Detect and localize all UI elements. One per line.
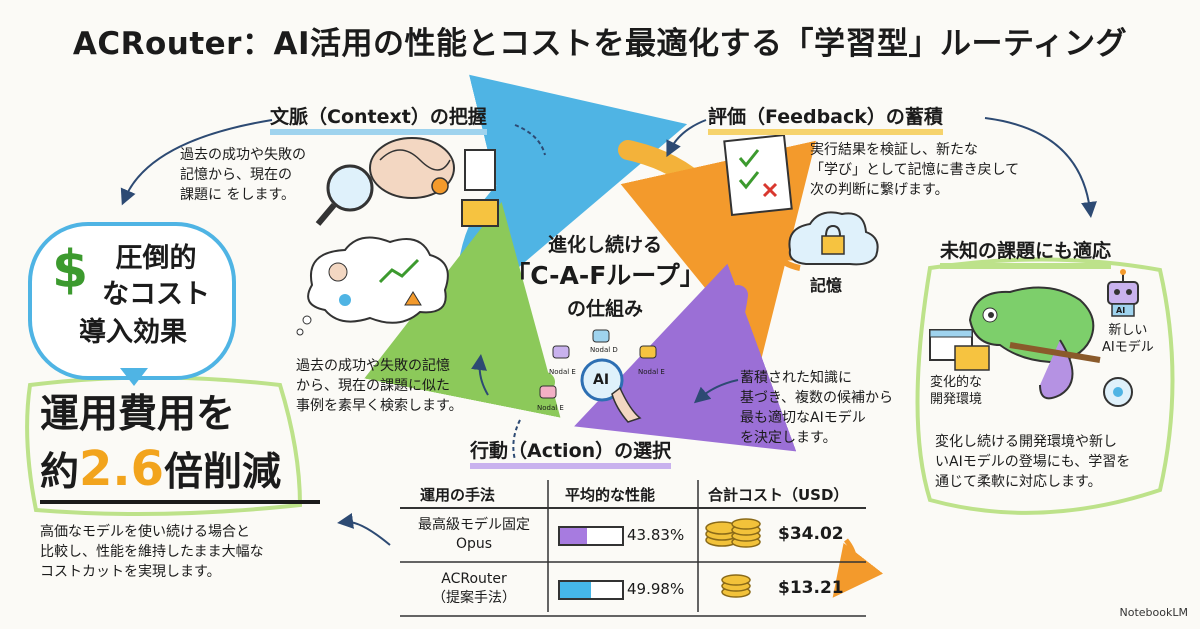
bubble-line-1: 圧倒的 [115, 243, 197, 274]
table-header-method: 運用の手法 [420, 486, 496, 504]
memory-label: 記憶 [810, 276, 843, 295]
page-title: ACRouter：AI活用の性能とコストを最適化する「学習型」ルーティング [72, 26, 1128, 62]
new-model-label: 新しい AIモデル [1102, 323, 1154, 355]
reduction-description: 高価なモデルを使い続ける場合と 比較し、性能を維持したまま大幅な コストカットを… [40, 524, 264, 580]
table-row-2-method: ACRouter （提案手法） [432, 571, 516, 606]
dev-env-label: 変化的な 開発環境 [930, 375, 983, 407]
loop-name: 「C-A-Fループ」 [505, 261, 705, 290]
node-label-1: Nodal E [549, 368, 576, 376]
gear-icon [1103, 377, 1133, 407]
loop-caption-top: 進化し続ける [547, 234, 662, 256]
dollar-icon: $ [52, 240, 89, 300]
perf-value-opus: 43.83% [627, 526, 685, 544]
adapt-frame [915, 257, 1175, 515]
feedback-header: 評価（Feedback）の蓄積 [708, 102, 943, 135]
robot-badge: AI [1116, 306, 1126, 315]
window-icon [929, 329, 990, 371]
cost-value-acrouter: $13.21 [778, 578, 844, 598]
node-label-2: Nodal D [590, 346, 618, 354]
perf-bar-opus [558, 526, 624, 546]
adapt-description: 変化し続ける開発環境や新し いAIモデルの登場にも、学習を 通じて柔軟に対応しま… [935, 434, 1131, 490]
perf-bar-acrouter-fill [560, 582, 591, 598]
thought-cloud-icon [296, 236, 449, 336]
feedback-arc [618, 140, 816, 358]
bubble-line-2: なコスト [102, 279, 210, 310]
cost-value-opus: $34.02 [778, 524, 844, 544]
reduction-value: 2.6 [79, 441, 165, 497]
brain-magnifier-icon [315, 137, 499, 227]
cloud-lock-icon [788, 211, 879, 266]
loop-caption-bottom: の仕組み [566, 298, 643, 320]
feedback-description: 実行結果を検証し、新たな 「学び」として記憶に書き戻して 次の判断に繋げます。 [810, 142, 1020, 198]
table-header-cost: 合計コスト（USD） [708, 486, 849, 504]
reduction-headline: 運用費用を 約2.6倍削減 [40, 392, 282, 497]
bubble-line-3: 導入効果 [79, 317, 187, 348]
retrieval-description: 過去の成功や失敗の記憶 から、現在の課題に似た 事例を素早く検索します。 [296, 358, 463, 414]
context-description: 過去の成功や失敗の 記憶から、現在の 課題に をします。 [180, 147, 306, 203]
retrieval-arc [364, 201, 561, 418]
perf-value-acrouter: 49.98% [627, 580, 685, 598]
ai-hub-icon [539, 329, 657, 423]
action-description: 蓄積された知識に 基づき、複数の候補から 最も適切なAIモデル を決定します。 [740, 370, 894, 446]
node-label-3: Nodal E [638, 368, 665, 376]
context-header: 文脈（Context）の把握 [270, 102, 487, 135]
coin-stack-small-icon [721, 574, 751, 598]
chameleon-icon [968, 286, 1101, 400]
table-header-performance: 平均的な性能 [565, 486, 656, 504]
perf-bar-opus-fill [560, 528, 588, 544]
speech-bubble-tail [120, 368, 148, 386]
ai-hub-label: AI [593, 372, 610, 388]
action-arc [574, 263, 797, 452]
robot-icon [1107, 269, 1139, 317]
notebooklm-logo: NotebookLM [1119, 606, 1188, 619]
perf-bar-acrouter [558, 580, 624, 600]
reduction-underline [40, 500, 320, 504]
checklist-icon [723, 133, 793, 217]
adapt-header: 未知の課題にも適応 [940, 236, 1112, 269]
action-header: 行動（Action）の選択 [470, 436, 672, 469]
coin-stack-large-icon [705, 518, 761, 548]
table-row-1-method: 最高級モデル固定 Opus [418, 517, 530, 552]
node-label-4: Nodal E [537, 404, 564, 412]
